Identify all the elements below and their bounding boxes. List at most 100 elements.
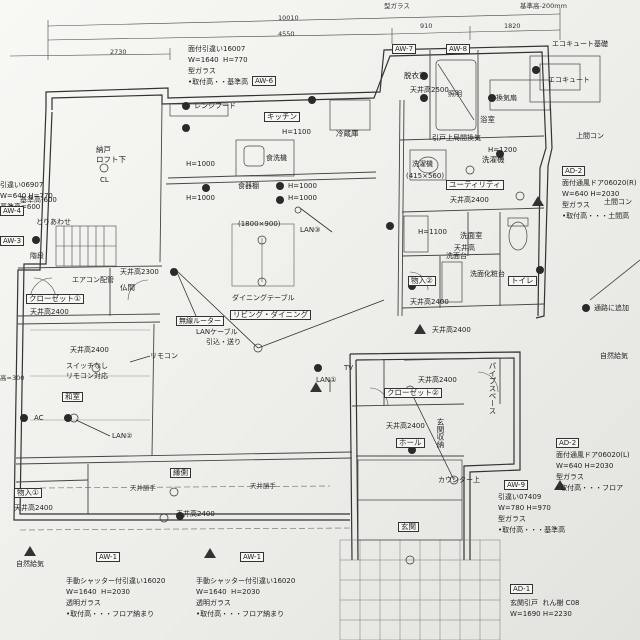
tag-aw3: AW-3 (0, 236, 25, 246)
room-entrance: 玄関 (398, 522, 419, 532)
wiring-lines (75, 207, 640, 481)
dim-west: 2730 (110, 48, 127, 56)
dim-top-note2: 基準高-200mm (520, 2, 567, 10)
room-wash2: 洗濯機 (482, 155, 505, 164)
label-remote: リモコン (150, 352, 178, 360)
room-closet1: クローゼット① (26, 294, 84, 304)
label-lighting: 照明 (448, 90, 462, 98)
dim-line-left (47, 33, 393, 41)
label-h1000d: H=1000 (288, 194, 317, 202)
dim-top-note: 型ガラス (384, 2, 410, 10)
room-storage1: 物入① (14, 488, 42, 498)
note-aw1a: 手動シャッター付引違い16020 W=1640 H=2030 透明ガラス •取付… (66, 577, 166, 618)
label-ceiling-2400b: 天井高2400 (450, 196, 489, 204)
label-dining-table: ダイニングテーブル (232, 294, 295, 302)
room-pantry: 納戸 (96, 145, 111, 154)
room-cooler: 冷蔵庫 (336, 129, 359, 138)
dim-left: 4550 (278, 30, 295, 38)
room-butsuma: 仏間 (120, 283, 135, 292)
label-cupboard: 食器棚 (238, 182, 259, 190)
label-table-size: (1800×900) (238, 220, 281, 228)
tag-aw8: AW-8 (446, 44, 471, 54)
label-wash-sink: 洗面化粧台 (470, 270, 505, 278)
room-closet2: クローゼット② (384, 388, 442, 398)
note-left-edge: 高=300 (0, 374, 25, 382)
label-h1000c: H=1000 (288, 182, 317, 190)
label-ac: AC (34, 414, 44, 422)
room-bath: 浴室 (480, 115, 495, 124)
label-ceiling-2400-washitsu: 天井高2400 (70, 346, 109, 354)
label-eco-base: エコキュート基礎 (552, 40, 608, 48)
label-eaves1: 天井勝手 (130, 484, 156, 492)
label-counter: カウンター上 (438, 476, 480, 484)
label-stairs: 階段 (30, 252, 44, 260)
room-shoes: 玄関収納 (436, 418, 445, 448)
label-outlet: 上間コン (576, 132, 604, 140)
tag-aw6: AW-6 (252, 76, 277, 86)
dim-910: 910 (420, 22, 433, 30)
stairs (55, 225, 117, 267)
label-ceiling-2400h: 天井高2400 (410, 298, 449, 306)
label-switchless: スイッチなし (66, 362, 108, 370)
tag-ad1: AD-1 (510, 584, 534, 594)
label-remote-ok: リモコン対応 (66, 372, 108, 380)
dim-total: 10010 (278, 14, 299, 22)
label-ceiling-2400g: 天井高2400 (14, 504, 53, 512)
room-toilet: トイレ (508, 276, 537, 286)
label-range-hood: レンジフード (194, 102, 236, 110)
label-ceiling-2500: 天井高2500 (410, 86, 449, 94)
label-lan1: LAN① (316, 376, 337, 384)
label-dim-600: 基準高-600 (20, 196, 57, 204)
label-h1000b: H=1000 (186, 194, 215, 202)
light-fixtures (69, 163, 525, 565)
label-h1100b: H=1100 (418, 228, 447, 236)
room-living: リビング・ダイニング (230, 310, 311, 320)
tag-aw4: AW-4 (0, 206, 25, 216)
entrance-tiles (339, 539, 501, 640)
tag-aw7: AW-7 (392, 44, 417, 54)
room-storage2: 物入② (408, 276, 436, 286)
label-washdryer: 洗濯機 (412, 160, 433, 168)
door-swings (29, 271, 499, 407)
room-utility: ユーティリティ (446, 180, 504, 190)
label-ceiling-2400d: 天井高2400 (418, 376, 457, 384)
interior-walls (15, 50, 545, 514)
window-markers (24, 196, 566, 558)
label-ceiling-2400f: 天井高2400 (176, 510, 215, 518)
note-aw9: 引違い07409 W=780 H=970 型ガラス •取付高・・・基準高 (498, 493, 566, 534)
label-lofts-stair: とりあわせ (36, 218, 71, 226)
label-natural-vent2: 自然給気 (16, 560, 44, 568)
room-dressing: 脱衣室 (404, 71, 427, 80)
tag-aw1a: AW-1 (96, 552, 121, 562)
label-bathsink: 洗面台 (446, 252, 467, 260)
label-lan3: LAN③ (300, 226, 321, 234)
tag-ad2a: AD-2 (562, 166, 586, 176)
room-engawa: 縁側 (170, 468, 191, 478)
kitchen-fixtures (169, 99, 371, 177)
tag-aw9: AW-9 (504, 480, 529, 490)
label-outlet-add: 通路に追加 (594, 304, 629, 312)
note-ad1: 玄関引戸 れん樹 C08 W=1690 H=2230 (510, 599, 580, 618)
dim-line-west (9, 53, 171, 57)
ecocute-pad (529, 55, 601, 103)
label-h1000a: H=1000 (186, 160, 215, 168)
room-pantry-sub: ロフト下 (96, 155, 126, 164)
label-ceiling-height: 天井高 (454, 244, 475, 252)
eaves-lines (19, 485, 351, 531)
room-wash: 洗面室 (460, 231, 483, 240)
label-dim-1800: (415×560) (406, 172, 445, 180)
label-eco: エコキュート (548, 76, 590, 84)
bath-fixtures (403, 59, 551, 303)
label-tv: TV (344, 364, 354, 372)
label-ceiling-2400c: 天井高2400 (432, 326, 471, 334)
washitsu-pattern (30, 329, 150, 421)
label-eaves2: 天井勝手 (250, 482, 276, 490)
room-kitchen: キッチン (264, 112, 300, 122)
label-h1100a: H=1100 (282, 128, 311, 136)
label-ceiling-2400i: 天井高2400 (30, 308, 69, 316)
label-natural-vent: 自然給気 (600, 352, 628, 360)
note-ad2-top: 面付通風ドア06020(R) W=640 H=2030 型ガラス •取付高・・・… (562, 179, 637, 220)
label-ceiling-2300: 天井高2300 (120, 268, 159, 276)
